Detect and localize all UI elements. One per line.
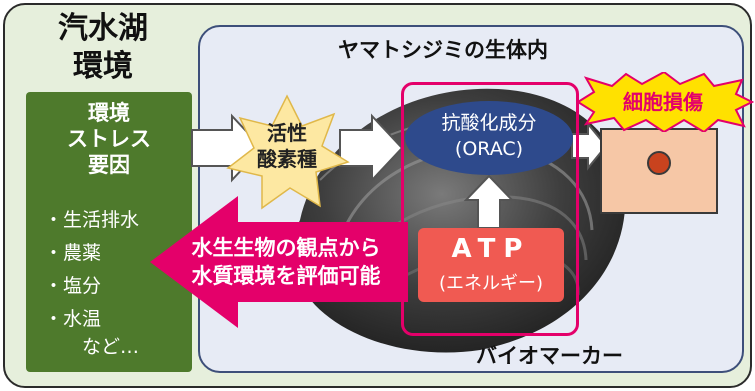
reactive-oxygen-star — [226, 94, 350, 210]
stress-factor-etc: など… — [82, 336, 140, 358]
estuary-lake-title-line2: 環境 — [73, 49, 133, 84]
atp-title: ATP — [451, 234, 531, 264]
estuary-lake-title-line1: 汽水湖 — [58, 11, 148, 46]
arrow-ros-to-orac — [339, 113, 404, 183]
list-item: ・生活排水 — [44, 209, 140, 231]
evaluation-label-line1: 水生生物の観点から — [191, 236, 381, 260]
biomarker-frame — [401, 82, 579, 336]
stress-factor-title: 環境 ストレス 要因 — [26, 100, 192, 178]
clam-body-title: ヤマトシジミの生体内 — [338, 38, 548, 62]
cell-damage-burst — [576, 72, 754, 132]
estuary-lake-title: 汽水湖 環境 — [48, 10, 158, 86]
stress-factor-box — [26, 92, 192, 372]
biomarker-label: バイオマーカー — [476, 344, 623, 368]
orac-label-line1: 抗酸化成分 — [441, 112, 537, 134]
arrow-atp-to-orac — [463, 174, 515, 229]
ros-label-line1: 活性 — [267, 121, 307, 145]
stress-title-line3: 要因 — [88, 153, 130, 177]
orac-label: 抗酸化成分 (ORAC) — [405, 110, 573, 162]
stress-title-line1: 環境 — [88, 101, 130, 125]
evaluation-arrow — [150, 196, 408, 328]
stress-factor-list: ・生活排水 ・農薬 ・塩分 ・水温 — [44, 204, 184, 336]
evaluation-label: 水生生物の観点から 水質環境を評価可能 — [166, 234, 406, 290]
reactive-oxygen-label: 活性 酸素種 — [255, 120, 319, 172]
arrow-orac-to-cell — [571, 121, 608, 171]
atp-subtitle: (エネルギー) — [438, 273, 544, 294]
orac-ellipse — [405, 101, 573, 175]
stress-title-line2: ストレス — [67, 127, 151, 151]
evaluation-label-line2: 水質環境を評価可能 — [191, 264, 381, 288]
list-item: ・塩分 — [44, 275, 102, 297]
cell-nucleus — [647, 151, 671, 175]
ros-label-line2: 酸素種 — [257, 147, 317, 171]
atp-box — [418, 228, 564, 302]
list-item: ・農薬 — [44, 242, 102, 264]
orac-label-line2: (ORAC) — [454, 138, 524, 160]
cell-damage-label: 細胞損傷 — [623, 90, 703, 114]
list-item: ・水温 — [44, 308, 102, 330]
